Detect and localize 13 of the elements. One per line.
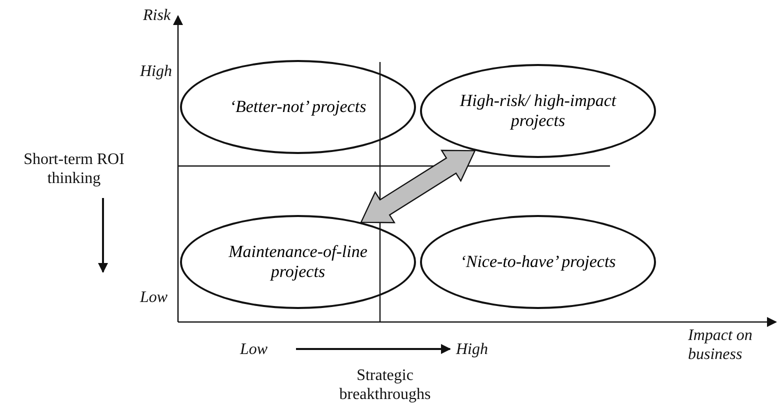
project-label: High-risk/ high-impact projects bbox=[458, 91, 618, 131]
project-label: Maintenance-of-line projects bbox=[228, 242, 368, 282]
axis-label: Impact on business bbox=[688, 326, 754, 364]
axis-label: High bbox=[140, 62, 172, 81]
axis-label: High bbox=[456, 340, 488, 359]
project-label: ‘Nice-to-have’ projects bbox=[459, 252, 617, 272]
axis-label: Risk bbox=[143, 6, 171, 25]
axis-label: Strategic breakthroughs bbox=[338, 366, 432, 404]
double-headed-arrow bbox=[360, 150, 476, 224]
project-label: ‘Better-not’ projects bbox=[228, 97, 368, 117]
axis-label: Low bbox=[240, 340, 268, 359]
axis-label: Low bbox=[140, 288, 168, 307]
axis-label: Short-term ROI thinking bbox=[22, 150, 126, 188]
